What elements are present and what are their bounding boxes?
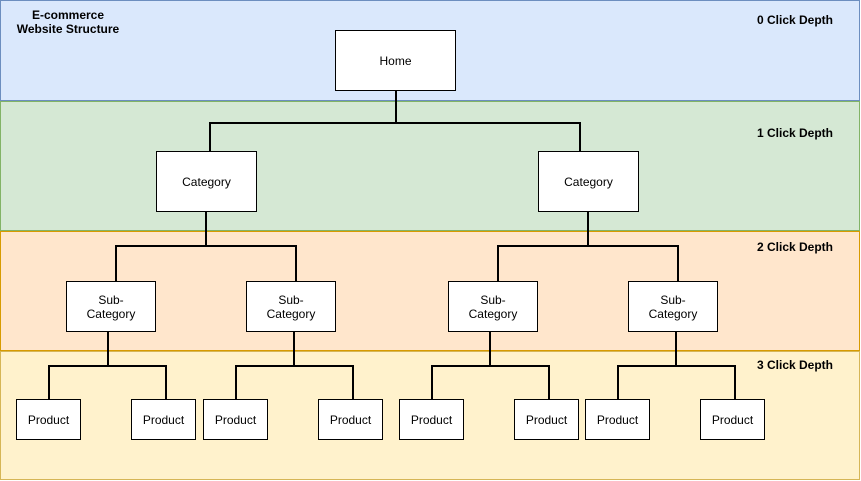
subcategory-node[interactable]: Sub- Category — [66, 281, 156, 332]
depth-label-3: 3 Click Depth — [756, 358, 834, 372]
product-node[interactable]: Product — [399, 399, 464, 440]
product-node[interactable]: Product — [585, 399, 650, 440]
product-node[interactable]: Product — [16, 399, 81, 440]
product-node[interactable]: Product — [131, 399, 196, 440]
category-node[interactable]: Category — [538, 151, 639, 212]
diagram-title-line-1: E-commerce — [31, 8, 105, 22]
product-node[interactable]: Product — [318, 399, 383, 440]
subcategory-node[interactable]: Sub- Category — [628, 281, 718, 332]
home-node[interactable]: Home — [335, 30, 456, 91]
subcategory-node[interactable]: Sub- Category — [246, 281, 336, 332]
diagram-title: E-commerce Website Structure — [8, 8, 128, 36]
product-node[interactable]: Product — [514, 399, 579, 440]
diagram-title-line-2: Website Structure — [16, 22, 120, 36]
product-node[interactable]: Product — [700, 399, 765, 440]
depth-label-0: 0 Click Depth — [756, 13, 834, 27]
category-node[interactable]: Category — [156, 151, 257, 212]
subcategory-node[interactable]: Sub- Category — [448, 281, 538, 332]
depth-label-2: 2 Click Depth — [756, 240, 834, 254]
product-node[interactable]: Product — [203, 399, 268, 440]
depth-label-1: 1 Click Depth — [756, 126, 834, 140]
